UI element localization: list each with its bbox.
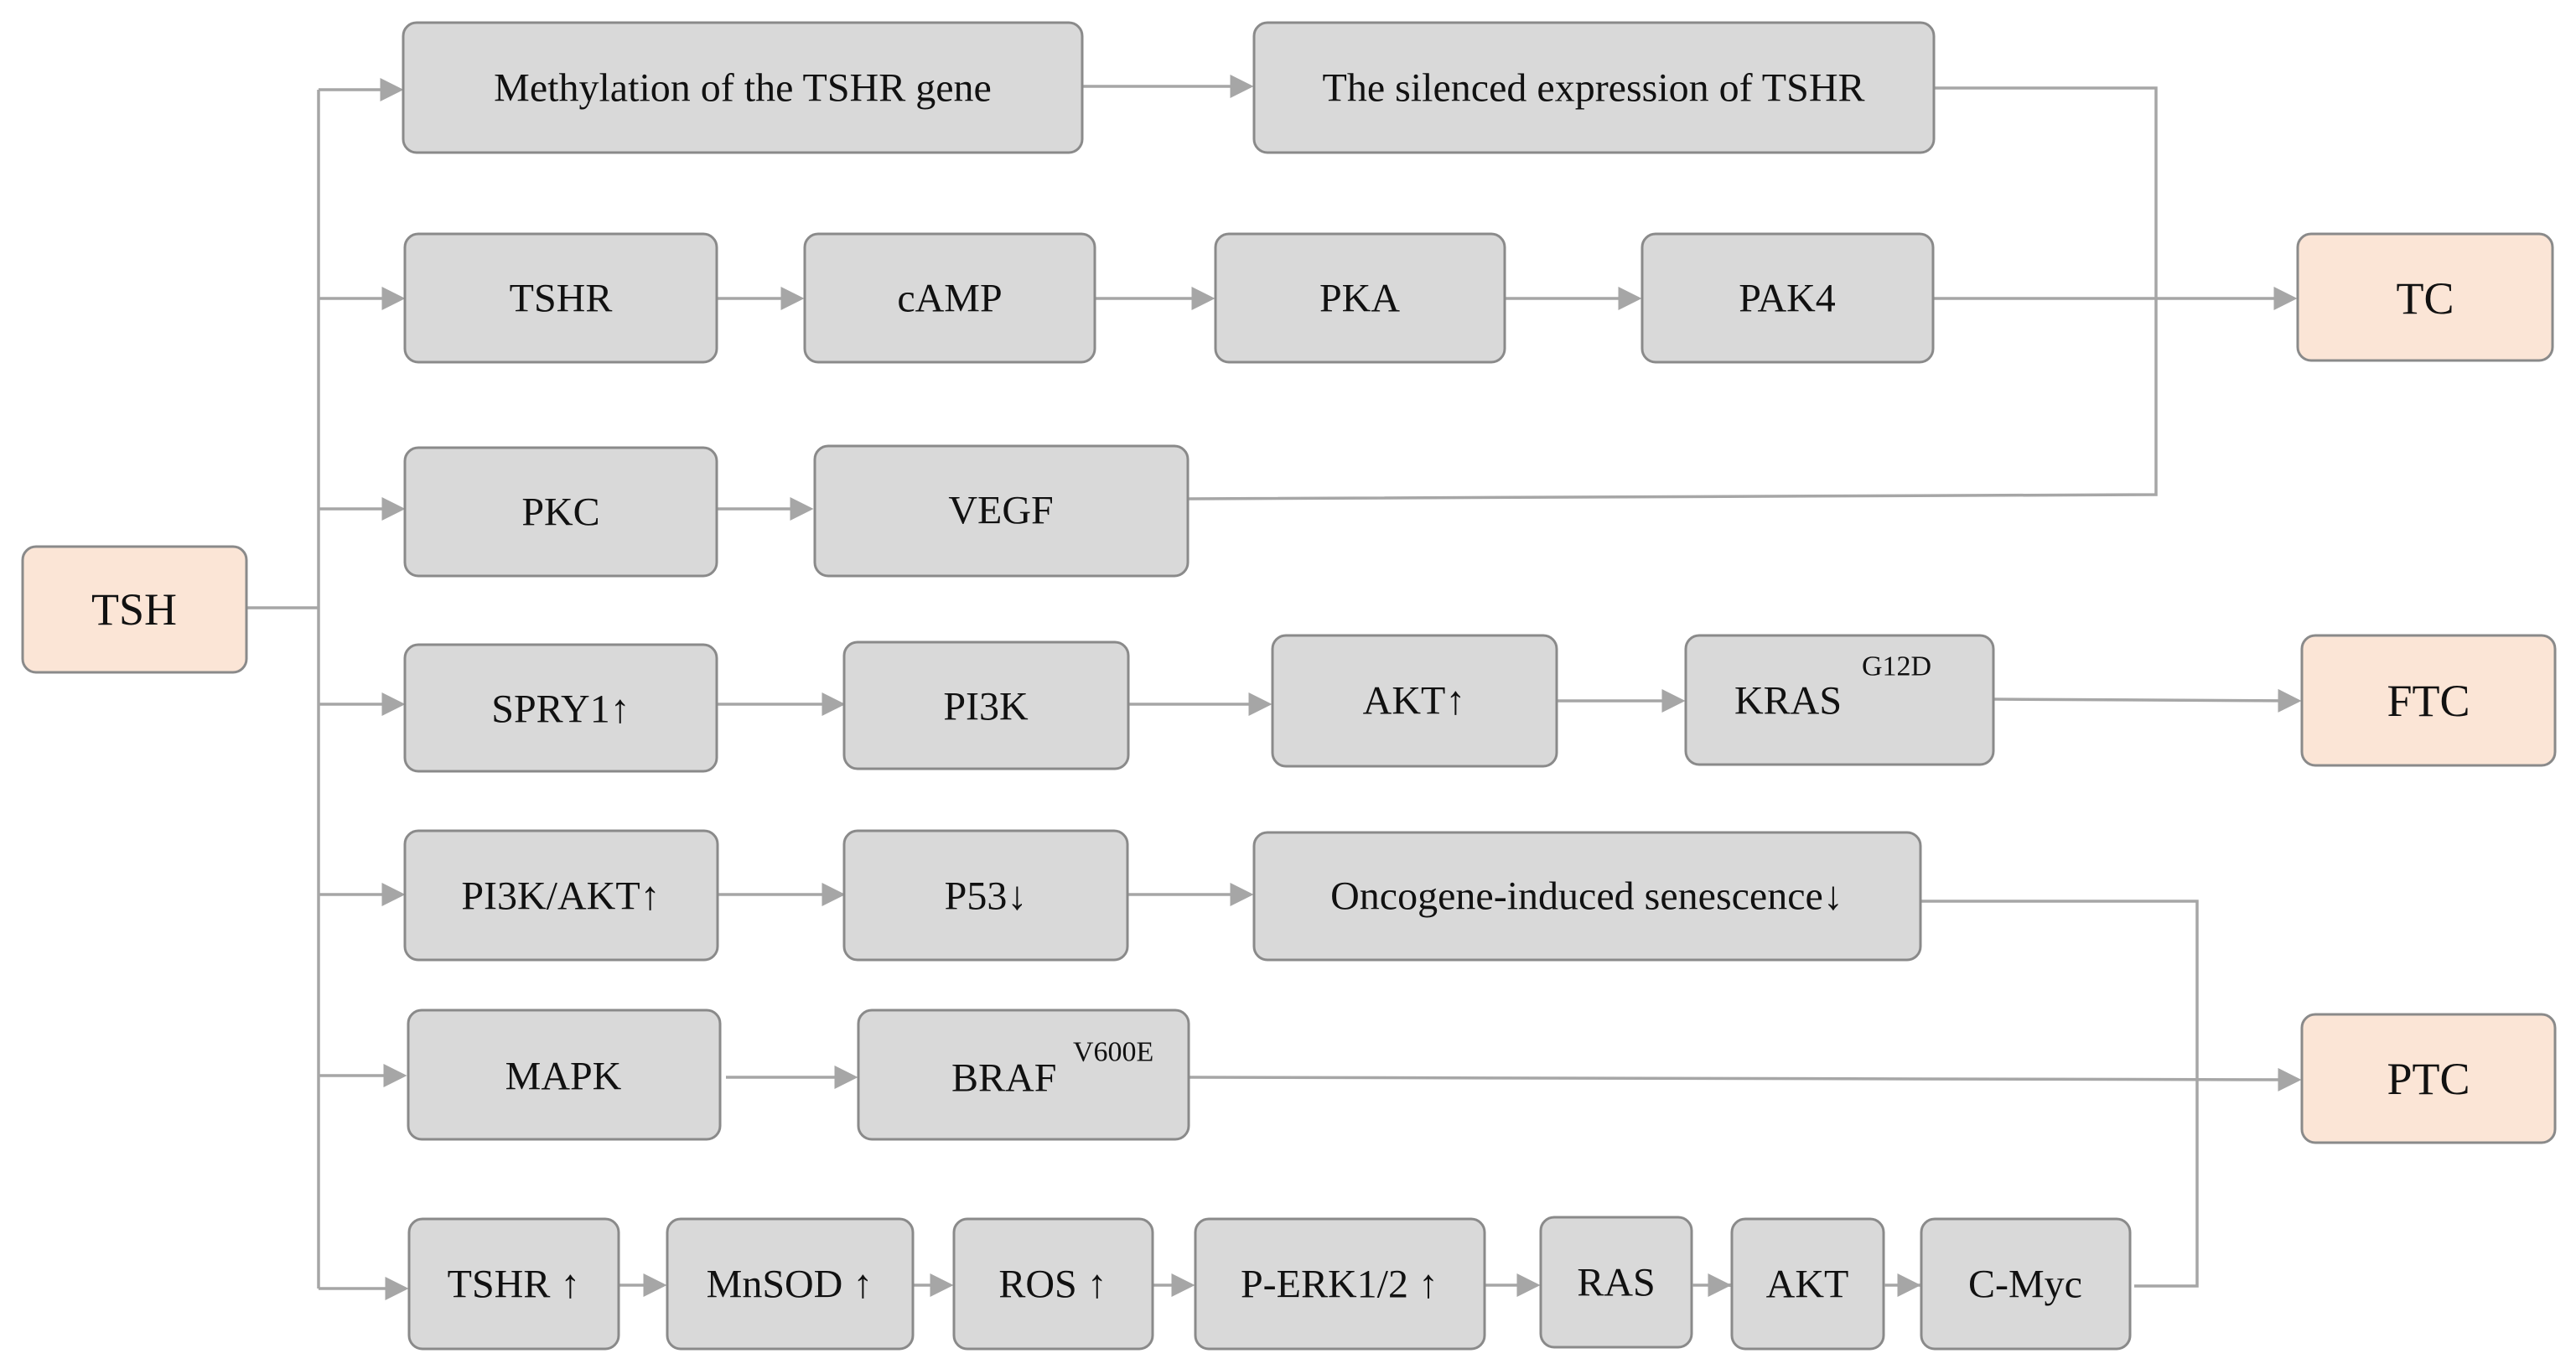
node-vegf: VEGF [813,444,1190,578]
node-vegf-label: VEGF [948,489,1053,533]
node-akt-up-label: AKT↑ [1363,679,1466,723]
node-pkc-label: PKC [521,490,599,535]
node-camp-label: cAMP [897,277,1002,321]
node-pka-label: PKA [1319,277,1400,321]
node-pak4: PAK4 [1640,232,1935,364]
node-braf: BRAF V600E [857,1009,1190,1141]
edges [246,75,2302,1300]
edge-kras-to-ftc [1993,688,2302,713]
node-tsh-label: TSH [91,584,177,635]
node-camp: cAMP [803,232,1096,364]
node-pak4-label: PAK4 [1739,277,1836,321]
node-ptc-label: PTC [2387,1054,2470,1104]
node-pi3k-akt-label: PI3K/AKT↑ [461,874,660,919]
node-kras: KRAS G12D [1684,634,1995,766]
node-pi3k: PI3K [842,640,1130,770]
node-pkc: PKC [403,446,718,578]
node-cmyc: C-Myc [1920,1217,2132,1351]
node-senescence: Oncogene-induced senescence↓ [1252,831,1922,962]
node-tc-label: TC [2396,273,2454,324]
node-braf-label: BRAF [951,1056,1056,1101]
node-cmyc-label: C-Myc [1968,1263,2082,1307]
node-mapk-label: MAPK [505,1055,622,1099]
node-perk-label: P-ERK1/2 ↑ [1241,1263,1438,1307]
node-tshr-label: TSHR [510,277,613,321]
node-silenced-label: The silenced expression of TSHR [1323,66,1865,111]
node-tshr: TSHR [403,232,718,364]
node-tsh: TSH [21,545,248,674]
node-spry1: SPRY1↑ [403,643,718,773]
node-ras-label: RAS [1577,1261,1655,1305]
node-pi3k-label: PI3K [943,685,1029,729]
node-tc: TC [2296,232,2554,362]
node-ftc-label: FTC [2387,676,2470,726]
node-p53-label: P53↓ [945,874,1028,919]
node-mnsod-label: MnSOD ↑ [707,1263,873,1307]
node-akt-label: AKT [1766,1263,1849,1307]
node-braf-superscript: V600E [1073,1037,1153,1068]
node-ptc: PTC [2300,1013,2557,1144]
node-ftc: FTC [2300,634,2557,767]
node-methylation-label: Methylation of the TSHR gene [494,66,992,111]
edge-braf-to-ptc [1188,1067,2302,1092]
node-ras: RAS [1539,1216,1693,1349]
node-pka: PKA [1214,232,1506,364]
node-methylation: Methylation of the TSHR gene [402,21,1084,154]
node-ros-label: ROS ↑ [998,1263,1107,1307]
node-akt-up: AKT↑ [1271,634,1558,768]
node-senescence-label: Oncogene-induced senescence↓ [1330,874,1843,919]
node-mnsod: MnSOD ↑ [666,1217,915,1351]
node-tshr-up-label: TSHR ↑ [448,1263,581,1307]
nodes: TSH Methylation of the TSHR gene The sil… [21,21,2557,1351]
node-tshr-up: TSHR ↑ [407,1217,620,1351]
node-p53: P53↓ [842,829,1129,962]
node-kras-superscript: G12D [1862,651,1931,682]
node-akt: AKT [1730,1217,1885,1351]
node-ros: ROS ↑ [952,1217,1154,1351]
node-mapk: MAPK [407,1009,722,1141]
edge-senescence-to-ptc [1920,900,2199,1288]
node-spry1-label: SPRY1↑ [491,687,630,732]
node-perk: P-ERK1/2 ↑ [1194,1217,1486,1351]
node-silenced-expression: The silenced expression of TSHR [1252,21,1936,154]
edge-silenced-to-tc [1187,86,2158,500]
node-pi3k-akt: PI3K/AKT↑ [403,829,719,962]
node-kras-label: KRAS [1734,679,1842,723]
